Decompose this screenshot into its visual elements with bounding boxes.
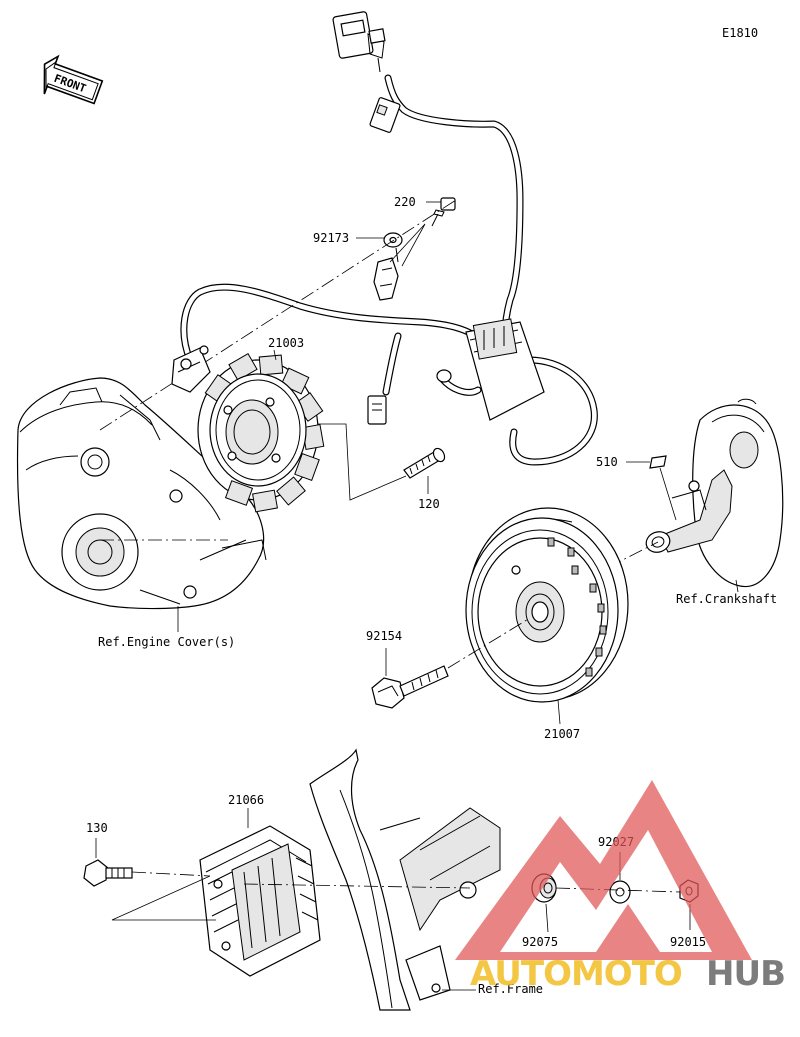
ref-frame: Ref.Frame [478, 982, 543, 996]
part-21007-flywheel [465, 507, 629, 703]
crankshaft [645, 398, 784, 588]
callout-21066: 21066 [228, 793, 264, 807]
part-120-bolt [403, 447, 446, 479]
callout-21007: 21007 [544, 727, 580, 741]
callout-220: 220 [394, 195, 416, 209]
wiring-harness [180, 11, 598, 466]
callout-92075: 92075 [522, 935, 558, 949]
part-21066-regulator [199, 825, 321, 977]
engine-cover [16, 377, 267, 610]
ref-crankshaft: Ref.Crankshaft [676, 592, 777, 606]
harness-small-connector [369, 97, 401, 133]
callout-92173: 92173 [313, 231, 349, 245]
front-arrow-icon: FRONT [43, 54, 104, 105]
part-510-key [649, 455, 667, 469]
watermark-text-automoto: AUTOMOTO [470, 954, 682, 994]
callout-510: 510 [596, 455, 618, 469]
part-21003-stator [171, 345, 325, 513]
part-92173-clamp [383, 232, 403, 263]
callout-92015: 92015 [670, 935, 706, 949]
part-92154-bolt [371, 665, 449, 709]
callout-92154: 92154 [366, 629, 402, 643]
callout-130: 130 [86, 821, 108, 835]
watermark-text-hub: HUB [706, 954, 785, 994]
part-130-bolt [83, 859, 133, 887]
clamp-piece [373, 257, 399, 301]
callout-21003: 21003 [268, 336, 304, 350]
stator-coupler [465, 318, 545, 421]
automotohub-wordmark: AUTOMOTO HUB [470, 954, 786, 994]
watermark-triangle-icon [455, 780, 752, 960]
part-92027-collar [609, 880, 631, 904]
frame [309, 748, 501, 1011]
diagram-code: E1810 [722, 26, 758, 40]
callout-120: 120 [418, 497, 440, 511]
automotohub-watermark-logo [455, 780, 752, 960]
harness-top-connector [332, 11, 386, 73]
ref-engine-cover: Ref.Engine Cover(s) [98, 635, 235, 649]
